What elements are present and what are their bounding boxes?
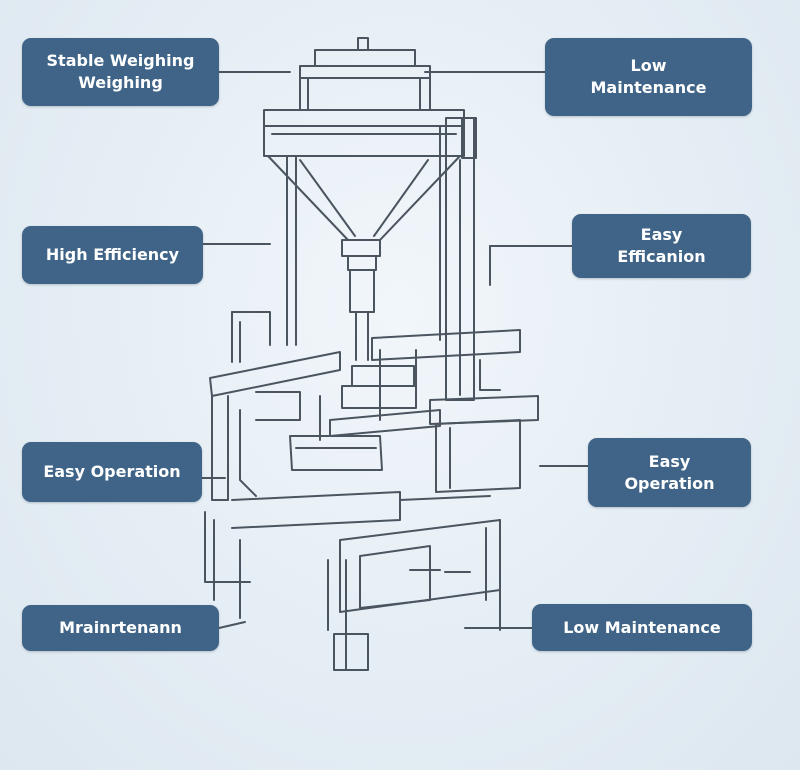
feature-label-easy-operation-left: Easy Operation bbox=[22, 442, 202, 502]
connector-lines bbox=[201, 71, 589, 629]
hopper bbox=[263, 109, 465, 361]
feature-label-low-maintenance-top: Low Maintenance bbox=[545, 38, 752, 116]
hopper-top bbox=[299, 37, 431, 111]
feature-label-maintenance-left: Mrainrtenann bbox=[22, 605, 219, 651]
feature-label-easy-operation-right: Easy Operation bbox=[588, 438, 751, 507]
feature-label-low-maintenance-bottom: Low Maintenance bbox=[532, 604, 752, 651]
platform bbox=[209, 329, 539, 529]
feature-label-easy-efficanion: Easy Efficanion bbox=[572, 214, 751, 278]
side-bracket bbox=[231, 311, 271, 363]
feature-label-high-efficiency: High Efficiency bbox=[22, 226, 203, 284]
lower-frame bbox=[204, 511, 501, 671]
feature-label-stable-weighing: Stable Weighing Weighing bbox=[22, 38, 219, 106]
